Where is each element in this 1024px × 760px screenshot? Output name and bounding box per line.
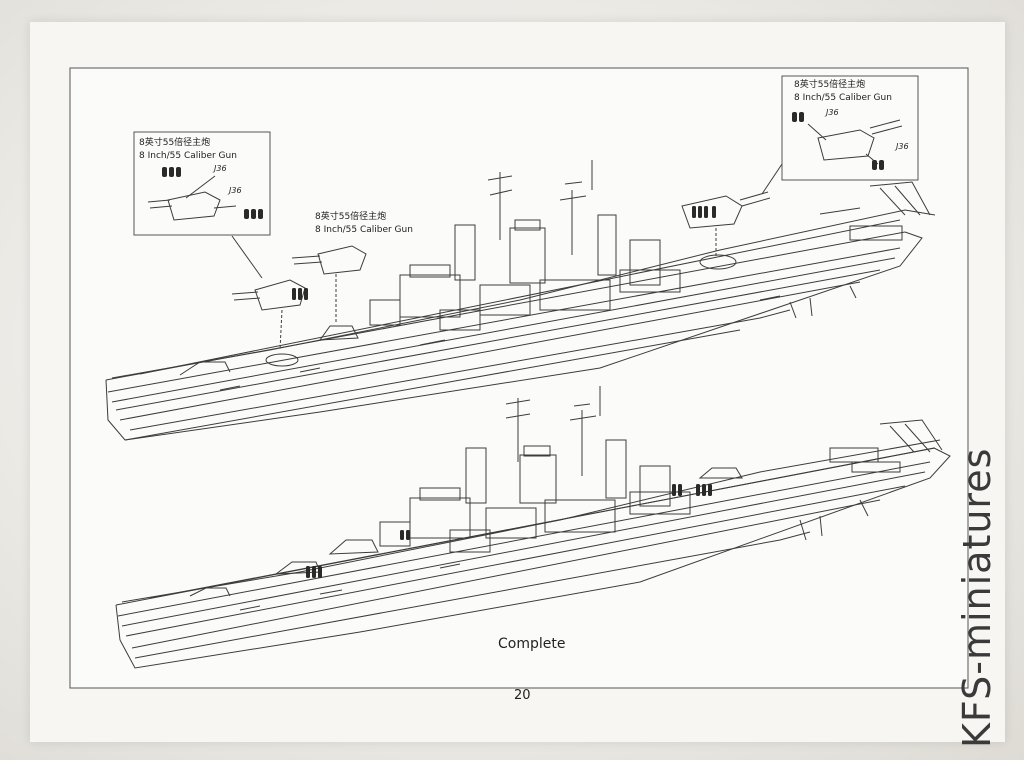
lower-gun-barrels [306,484,712,578]
left-callout-title-en: 8 Inch/55 Caliber Gun [139,151,237,161]
callout-turret-drawings [147,119,903,221]
gun-barrel-parts [292,206,716,300]
right-callout-title-cn: 8英寸55倍径主炮 [794,80,866,90]
lower-ship-drawing [115,386,951,669]
right-callout-title-en: 8 Inch/55 Caliber Gun [794,93,892,103]
middle-callout-title-en: 8 Inch/55 Caliber Gun [315,225,413,235]
left-callout-part-b: J36 [229,186,242,195]
upper-ship-drawing [105,160,936,441]
left-callout-title-cn: 8英寸55倍径主炮 [139,138,211,148]
right-callout-part-a: J36 [826,108,839,117]
callout-box-right [781,75,919,181]
left-callout-part-a: J36 [214,164,227,173]
page-number: 20 [514,688,531,703]
watermark-text: KFS-miniatures [955,447,999,748]
right-callout-part-b: J36 [896,142,909,151]
callout-part-icons [162,112,884,219]
complete-caption: Complete [498,636,566,652]
exploded-turrets [231,163,783,351]
middle-callout-title-cn: 8英寸55倍径主炮 [315,212,387,222]
